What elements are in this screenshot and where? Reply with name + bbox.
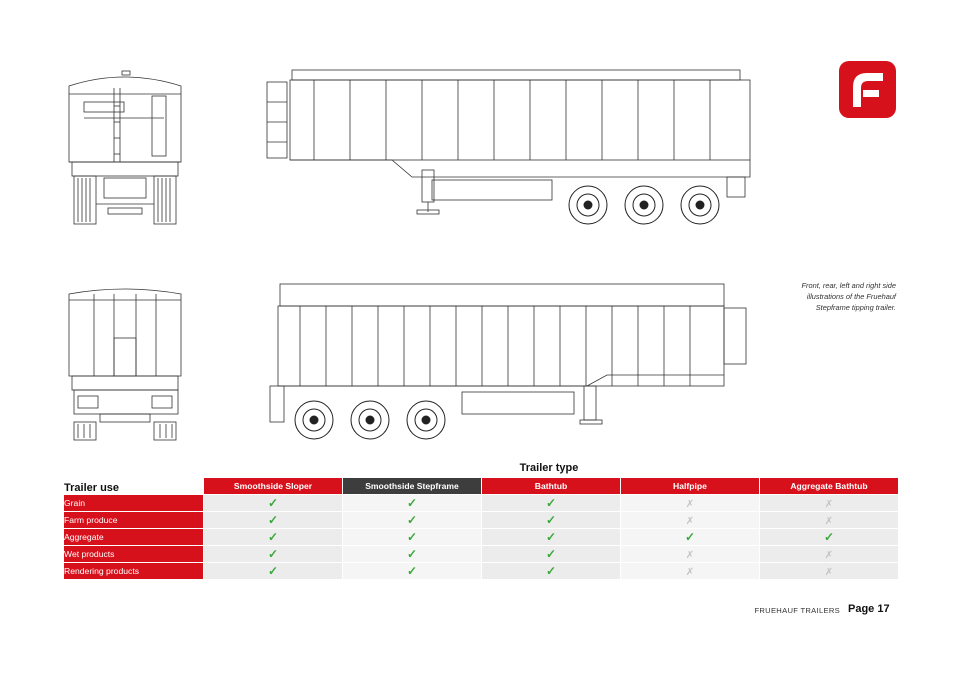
cross-icon: ✗ (685, 550, 695, 561)
table-cell: ✓ (620, 528, 759, 545)
table-cell: ✗ (759, 562, 898, 579)
check-icon: ✓ (406, 513, 418, 527)
check-icon: ✓ (267, 564, 279, 578)
row-label: Wet products (64, 545, 203, 562)
table-cell: ✓ (342, 545, 481, 562)
table-row: Farm produce ✓ ✓ ✓ ✗ ✗ (64, 511, 898, 528)
illustration-caption: Front, rear, left and right side illustr… (740, 280, 896, 313)
check-icon: ✓ (545, 564, 557, 578)
trailer-type-title: Trailer type (519, 462, 579, 474)
check-icon: ✓ (267, 547, 279, 561)
table-cell: ✓ (203, 562, 342, 579)
table-cell: ✗ (620, 494, 759, 511)
column-header-smoothside-sloper: Smoothside Sloper (203, 478, 342, 494)
table-cell: ✗ (620, 562, 759, 579)
cross-icon: ✗ (824, 550, 834, 561)
cross-icon: ✗ (685, 567, 695, 578)
cross-icon: ✗ (824, 516, 834, 527)
left-side-view-illustration (262, 62, 762, 228)
table-cell: ✓ (203, 528, 342, 545)
fruehauf-logo (839, 61, 896, 118)
check-icon: ✓ (406, 496, 418, 510)
page-number: Page 17 (848, 603, 890, 615)
check-icon: ✓ (823, 530, 835, 544)
check-icon: ✓ (406, 547, 418, 561)
cross-icon: ✗ (685, 516, 695, 527)
table-cell: ✓ (481, 528, 620, 545)
cross-icon: ✗ (824, 499, 834, 510)
column-header-aggregate-bathtub: Aggregate Bathtub (759, 478, 898, 494)
caption-line-2: illustrations of the Fruehauf (806, 292, 896, 301)
table-cell: ✗ (759, 511, 898, 528)
table-cell: ✓ (342, 528, 481, 545)
check-icon: ✓ (267, 513, 279, 527)
table-row: Wet products ✓ ✓ ✓ ✗ ✗ (64, 545, 898, 562)
check-icon: ✓ (406, 530, 418, 544)
trailer-use-header: Trailer use (64, 482, 120, 494)
caption-line-1: Front, rear, left and right side (801, 281, 896, 290)
check-icon: ✓ (684, 530, 696, 544)
table-cell: ✓ (481, 494, 620, 511)
table-row: Aggregate ✓ ✓ ✓ ✓ ✓ (64, 528, 898, 545)
table-cell: ✗ (759, 494, 898, 511)
right-side-view-illustration (262, 280, 762, 444)
table-cell: ✗ (759, 545, 898, 562)
table-cell: ✓ (203, 494, 342, 511)
caption-line-3: Stepframe tipping trailer. (815, 303, 896, 312)
check-icon: ✓ (267, 496, 279, 510)
table-row: Rendering products ✓ ✓ ✓ ✗ ✗ (64, 562, 898, 579)
table-header-row: Trailer use Smoothside Sloper Smoothside… (64, 478, 898, 494)
table-cell: ✗ (620, 511, 759, 528)
row-label: Farm produce (64, 511, 203, 528)
table-body: Grain ✓ ✓ ✓ ✗ ✗ Farm produce ✓ ✓ ✓ ✗ ✗ Aggregate ✓ ✓ ✓ ✓… (64, 494, 898, 579)
table-cell: ✓ (203, 545, 342, 562)
cross-icon: ✗ (824, 567, 834, 578)
check-icon: ✓ (406, 564, 418, 578)
table-cell: ✗ (620, 545, 759, 562)
trailer-use-table: Trailer use Smoothside Sloper Smoothside… (64, 478, 898, 579)
check-icon: ✓ (545, 547, 557, 561)
table-cell: ✓ (481, 562, 620, 579)
front-view-illustration (64, 66, 186, 228)
column-header-smoothside-stepframe: Smoothside Stepframe (342, 478, 481, 494)
table-cell: ✓ (203, 511, 342, 528)
table-cell: ✓ (481, 545, 620, 562)
row-label: Aggregate (64, 528, 203, 545)
row-label: Grain (64, 494, 203, 511)
check-icon: ✓ (545, 530, 557, 544)
check-icon: ✓ (267, 530, 279, 544)
cross-icon: ✗ (685, 499, 695, 510)
table-cell: ✓ (481, 511, 620, 528)
table-cell: ✓ (342, 511, 481, 528)
table-cell: ✓ (759, 528, 898, 545)
column-header-halfpipe: Halfpipe (620, 478, 759, 494)
check-icon: ✓ (545, 513, 557, 527)
footer-brand: FRUEHAUF TRAILERS (754, 606, 840, 615)
table-row: Grain ✓ ✓ ✓ ✗ ✗ (64, 494, 898, 511)
table-cell: ✓ (342, 494, 481, 511)
column-header-bathtub: Bathtub (481, 478, 620, 494)
row-label: Rendering products (64, 562, 203, 579)
rear-view-illustration (64, 280, 186, 442)
check-icon: ✓ (545, 496, 557, 510)
table-cell: ✓ (342, 562, 481, 579)
